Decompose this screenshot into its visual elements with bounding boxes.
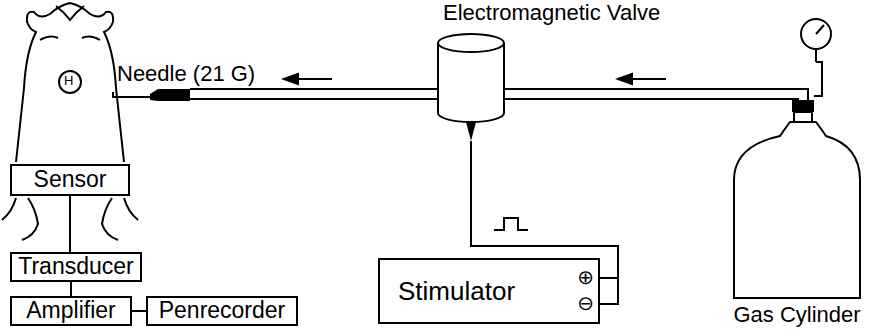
connector xyxy=(70,196,71,252)
process-box: Sensor xyxy=(10,164,130,196)
pulse-symbol xyxy=(494,218,528,230)
valve-cylinder: Electromagnetic Valve xyxy=(437,33,505,123)
process-box: Amplifier xyxy=(10,296,132,326)
connector xyxy=(71,282,72,296)
valve-shape xyxy=(437,33,505,123)
stimulator-box: Stimulator ⊕ ⊖ xyxy=(378,258,600,324)
box-label: Penrecorder xyxy=(159,298,286,323)
needle-label: Needle (21 G) xyxy=(117,62,255,86)
box-label: Transducer xyxy=(18,254,133,279)
pressure-gauge xyxy=(801,19,831,96)
process-box: Transducer xyxy=(10,252,142,282)
stimulator-label: Stimulator xyxy=(398,277,515,306)
cylinder-shape xyxy=(730,100,864,330)
terminal-sign: ⊕ xyxy=(577,266,594,288)
process-box: Penrecorder xyxy=(146,296,298,326)
valve-tip xyxy=(466,122,476,141)
cylinder-label: Gas Cylinder xyxy=(733,303,860,327)
terminal-sign: ⊖ xyxy=(577,292,594,314)
valve-heading: Electromagnetic Valve xyxy=(443,1,660,25)
tube xyxy=(190,94,438,95)
connector xyxy=(132,311,146,312)
head-mark: H xyxy=(64,74,73,88)
needle xyxy=(112,89,190,101)
box-label: Amplifier xyxy=(26,298,115,323)
connector xyxy=(505,94,803,100)
gas-cylinder: Gas Cylinder xyxy=(730,100,864,330)
box-label: Sensor xyxy=(34,167,107,192)
